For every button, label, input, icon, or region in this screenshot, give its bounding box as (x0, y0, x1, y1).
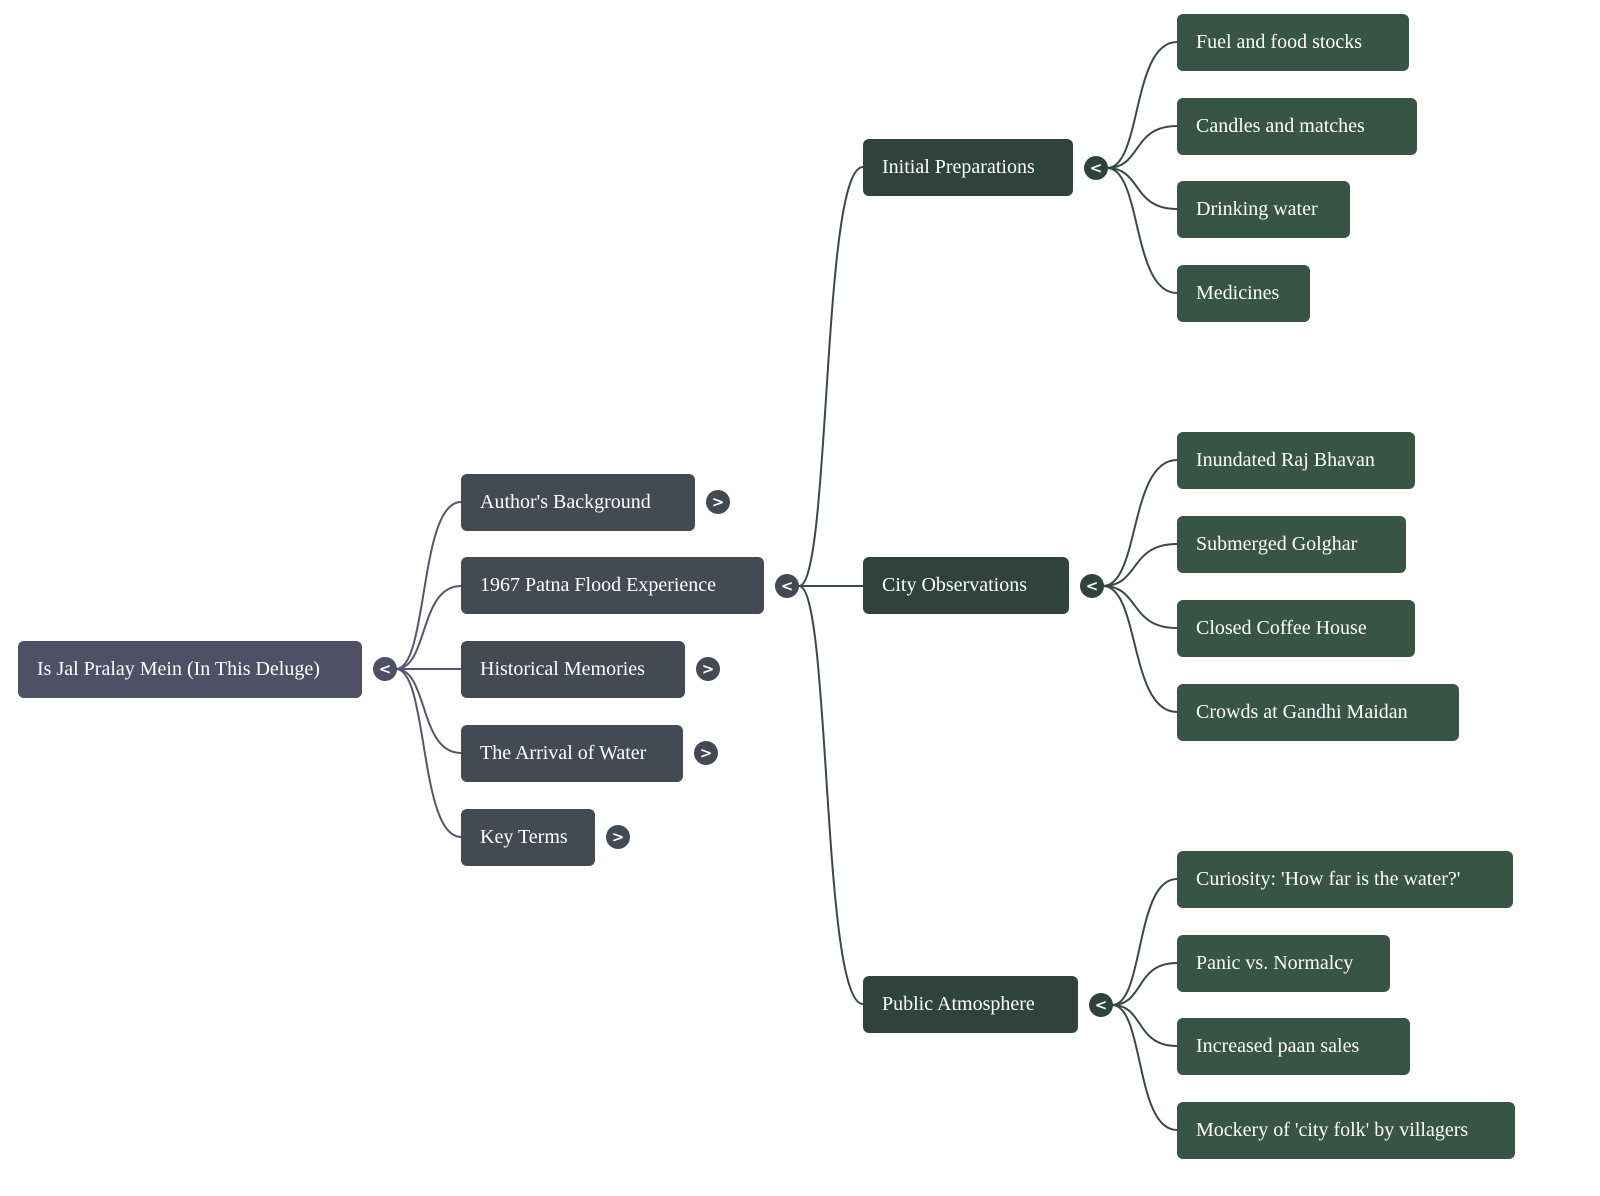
edge-section-to-leaf (1111, 878, 1178, 1006)
edge-flood-to-section (798, 585, 864, 1005)
leaf-node[interactable]: Closed Coffee House (1177, 600, 1415, 657)
expand-icon[interactable]: > (694, 741, 718, 765)
collapse-icon[interactable]: < (1084, 156, 1108, 180)
edge-section-to-leaf (1111, 1004, 1178, 1131)
edge-section-to-leaf (1111, 1004, 1178, 1047)
expand-icon[interactable]: > (706, 490, 730, 514)
leaf-node[interactable]: Curiosity: 'How far is the water?' (1177, 851, 1513, 908)
edge-section-to-leaf (1106, 41, 1178, 169)
leaf-node[interactable]: Inundated Raj Bhavan (1177, 432, 1415, 489)
leaf-node[interactable]: Panic vs. Normalcy (1177, 935, 1390, 992)
edge-section-to-leaf (1111, 962, 1178, 1006)
node-initial-preparations[interactable]: Initial Preparations (863, 139, 1073, 196)
node-city-observations[interactable]: City Observations (863, 557, 1069, 614)
edge-section-to-leaf (1102, 585, 1178, 713)
edge-root-to-child (395, 585, 462, 670)
expand-icon[interactable]: > (606, 825, 630, 849)
edge-root-to-child (395, 668, 462, 838)
node-patna-flood-experience[interactable]: 1967 Patna Flood Experience (461, 557, 764, 614)
leaf-node[interactable]: Mockery of 'city folk' by villagers (1177, 1102, 1515, 1159)
edge-section-to-leaf (1102, 585, 1178, 629)
edge-section-to-leaf (1102, 459, 1178, 587)
leaf-node[interactable]: Crowds at Gandhi Maidan (1177, 684, 1459, 741)
collapse-icon[interactable]: < (1080, 574, 1104, 598)
edge-root-to-child (395, 668, 462, 754)
expand-icon[interactable]: > (696, 657, 720, 681)
leaf-node[interactable]: Submerged Golghar (1177, 516, 1406, 573)
collapse-icon[interactable]: < (1089, 993, 1113, 1017)
collapse-icon[interactable]: < (775, 574, 799, 598)
root-node[interactable]: Is Jal Pralay Mein (In This Deluge) (18, 641, 362, 698)
edge-section-to-leaf (1102, 543, 1178, 587)
node-key-terms[interactable]: Key Terms (461, 809, 595, 866)
edge-root-to-child (395, 501, 462, 670)
node-arrival-of-water[interactable]: The Arrival of Water (461, 725, 683, 782)
edge-flood-to-section (798, 166, 864, 587)
leaf-node[interactable]: Medicines (1177, 265, 1310, 322)
leaf-node[interactable]: Increased paan sales (1177, 1018, 1410, 1075)
root-collapse-icon[interactable]: < (373, 657, 397, 681)
edge-section-to-leaf (1106, 125, 1178, 169)
leaf-node[interactable]: Fuel and food stocks (1177, 14, 1409, 71)
leaf-node[interactable]: Candles and matches (1177, 98, 1417, 155)
edge-section-to-leaf (1106, 167, 1178, 210)
edge-section-to-leaf (1106, 167, 1178, 294)
leaf-node[interactable]: Drinking water (1177, 181, 1350, 238)
node-authors-background[interactable]: Author's Background (461, 474, 695, 531)
node-public-atmosphere[interactable]: Public Atmosphere (863, 976, 1078, 1033)
node-historical-memories[interactable]: Historical Memories (461, 641, 685, 698)
